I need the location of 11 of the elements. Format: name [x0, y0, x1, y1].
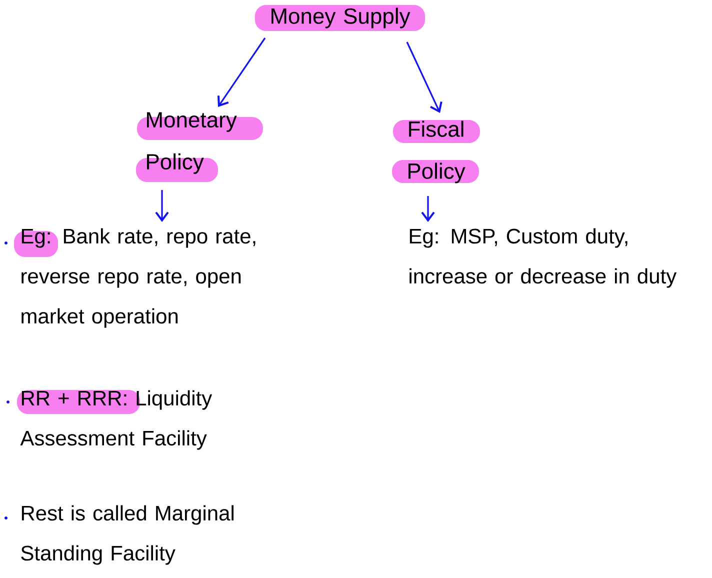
example-text: Eg: MSP, Custom duty, increase or decrease in duty [410, 228, 677, 288]
arrow [155, 190, 169, 222]
highlighted-heading: Monetary Policy [136, 112, 263, 182]
example-text: Eg: Bank rate, repo rate, reverse repo rate, open market operation [14, 228, 256, 328]
highlighted-heading: Fiscal Policy [392, 120, 480, 184]
highlighted-text: RR + RRR: Liquidity Assessment Facility [17, 390, 212, 450]
highlighted-heading: Money Supply [255, 5, 425, 31]
bullet-text: Rest is called Marginal Standing Facility [21, 505, 234, 565]
arrow [406, 42, 442, 113]
arrow [218, 38, 266, 107]
arrow [421, 196, 435, 222]
